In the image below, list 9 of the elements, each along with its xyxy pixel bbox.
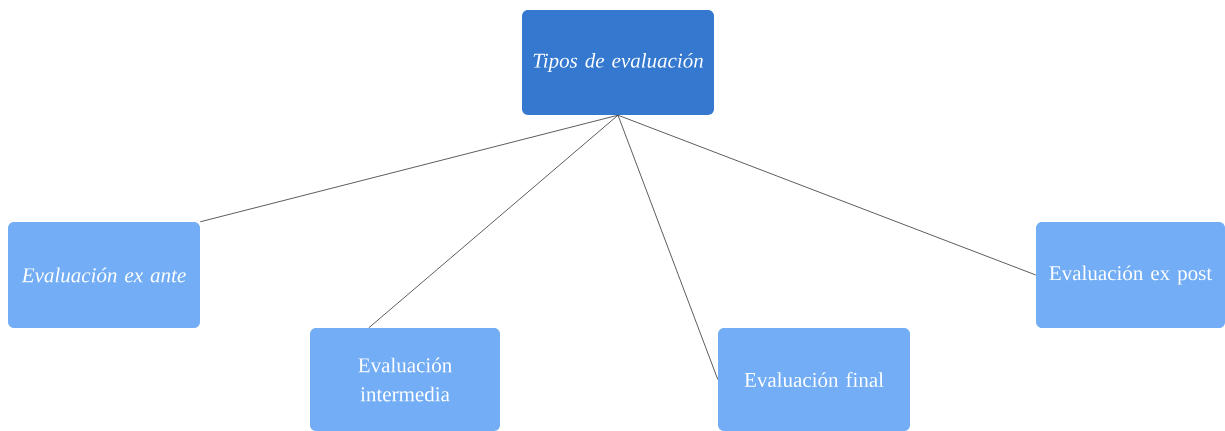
concept-box: Evaluación ex ante [8,222,200,328]
connector-line [617,114,719,380]
concept-box: Evaluación ex post [1036,222,1225,328]
concept-box: Tipos de evaluación [522,10,714,115]
connector-line [368,114,619,329]
concept-box: Evaluación intermedia [310,328,500,431]
connector-line [199,114,619,223]
concept-box: Evaluación final [718,328,910,431]
connector-line [617,114,1037,276]
